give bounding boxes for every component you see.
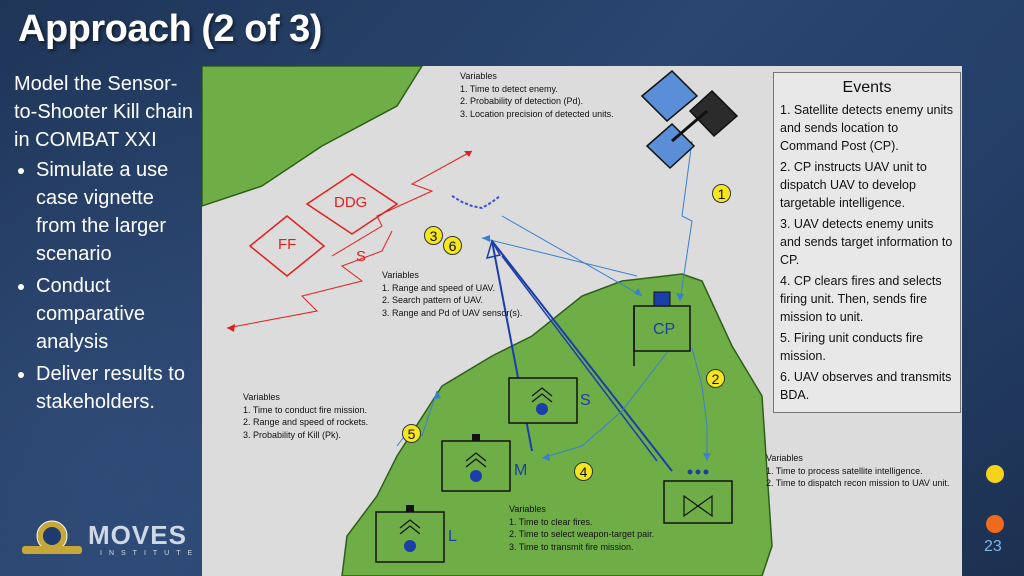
event-item: 6. UAV observes and transmits BDA. — [780, 370, 952, 402]
ff-label: FF — [278, 236, 297, 253]
bullet-list: Simulate a use case vignette from the la… — [14, 156, 199, 416]
uav-icon — [451, 195, 501, 210]
cp-label: CP — [653, 321, 676, 338]
bullet-item: Conduct comparative analysis — [36, 272, 199, 356]
event-item: 4. CP clears fires and selects firing un… — [780, 274, 942, 324]
step-badge-1: 1 — [712, 184, 731, 203]
bullet-item: Simulate a use case vignette from the la… — [36, 156, 199, 268]
step-badge-6: 6 — [443, 236, 462, 255]
bullet-item: Deliver results to stakeholders. — [36, 360, 199, 416]
land-top-left — [202, 66, 423, 207]
left-panel: Model the Sensor-to-Shooter Kill chain i… — [14, 70, 199, 420]
step-badge-3: 3 — [424, 226, 443, 245]
sat-downlink — [679, 140, 693, 302]
l-unit-label: L — [448, 528, 457, 545]
enemy-signal-line-up — [331, 150, 473, 257]
satellite-icon — [640, 69, 739, 170]
event-item: 1. Satellite detects enemy units and sen… — [780, 103, 954, 153]
intel-variables: Variables 1. Time to process satellite i… — [766, 453, 950, 488]
cp-unit-icon — [633, 291, 691, 366]
yellow-dot — [986, 465, 1004, 483]
page-number: 23 — [984, 538, 1002, 555]
enemy-signal-line-down — [226, 230, 393, 329]
step-badge-2: 2 — [706, 369, 725, 388]
event-item: 5. Firing unit conducts fire mission. — [780, 331, 924, 363]
m-unit-label: M — [514, 462, 528, 479]
logo-text: MOVES — [88, 520, 187, 550]
satellite-variables: Variables 1. Time to detect enemy. 2. Pr… — [460, 71, 614, 119]
s-unit-label: S — [580, 392, 591, 409]
step-badge-5: 5 — [402, 424, 421, 443]
step-badge-4: 4 — [574, 462, 593, 481]
events-panel: Events 1. Satellite detects enemy units … — [773, 72, 961, 413]
slide-title: Approach (2 of 3) — [18, 8, 322, 50]
uav-unit-icon — [663, 469, 733, 524]
enemy-s-label: S — [356, 248, 367, 265]
orange-dot — [986, 515, 1004, 533]
event-item: 2. CP instructs UAV unit to dispatch UAV… — [780, 160, 927, 210]
cp-variables: Variables 1. Time to clear fires. 2. Tim… — [509, 504, 655, 552]
moves-logo: MOVES INSTITUTE — [14, 516, 194, 566]
events-heading: Events — [842, 79, 892, 96]
fires-variables: Variables 1. Time to conduct fire missio… — [243, 392, 369, 440]
ff-diamond — [248, 215, 326, 277]
nps-seal-icon — [22, 520, 82, 554]
intro-text: Model the Sensor-to-Shooter Kill chain i… — [14, 73, 193, 151]
uav-variables: Variables 1. Range and speed of UAV. 2. … — [382, 270, 523, 318]
l-unit-icon — [375, 505, 445, 563]
map-drawing — [202, 66, 773, 576]
event-item: 3. UAV detects enemy units and sends tar… — [780, 217, 953, 267]
logo-subtext: INSTITUTE — [100, 550, 200, 557]
ddg-diamond — [305, 173, 399, 235]
ddg-label: DDG — [334, 194, 368, 211]
s-unit-icon — [508, 377, 578, 424]
m-unit-icon — [441, 434, 511, 492]
